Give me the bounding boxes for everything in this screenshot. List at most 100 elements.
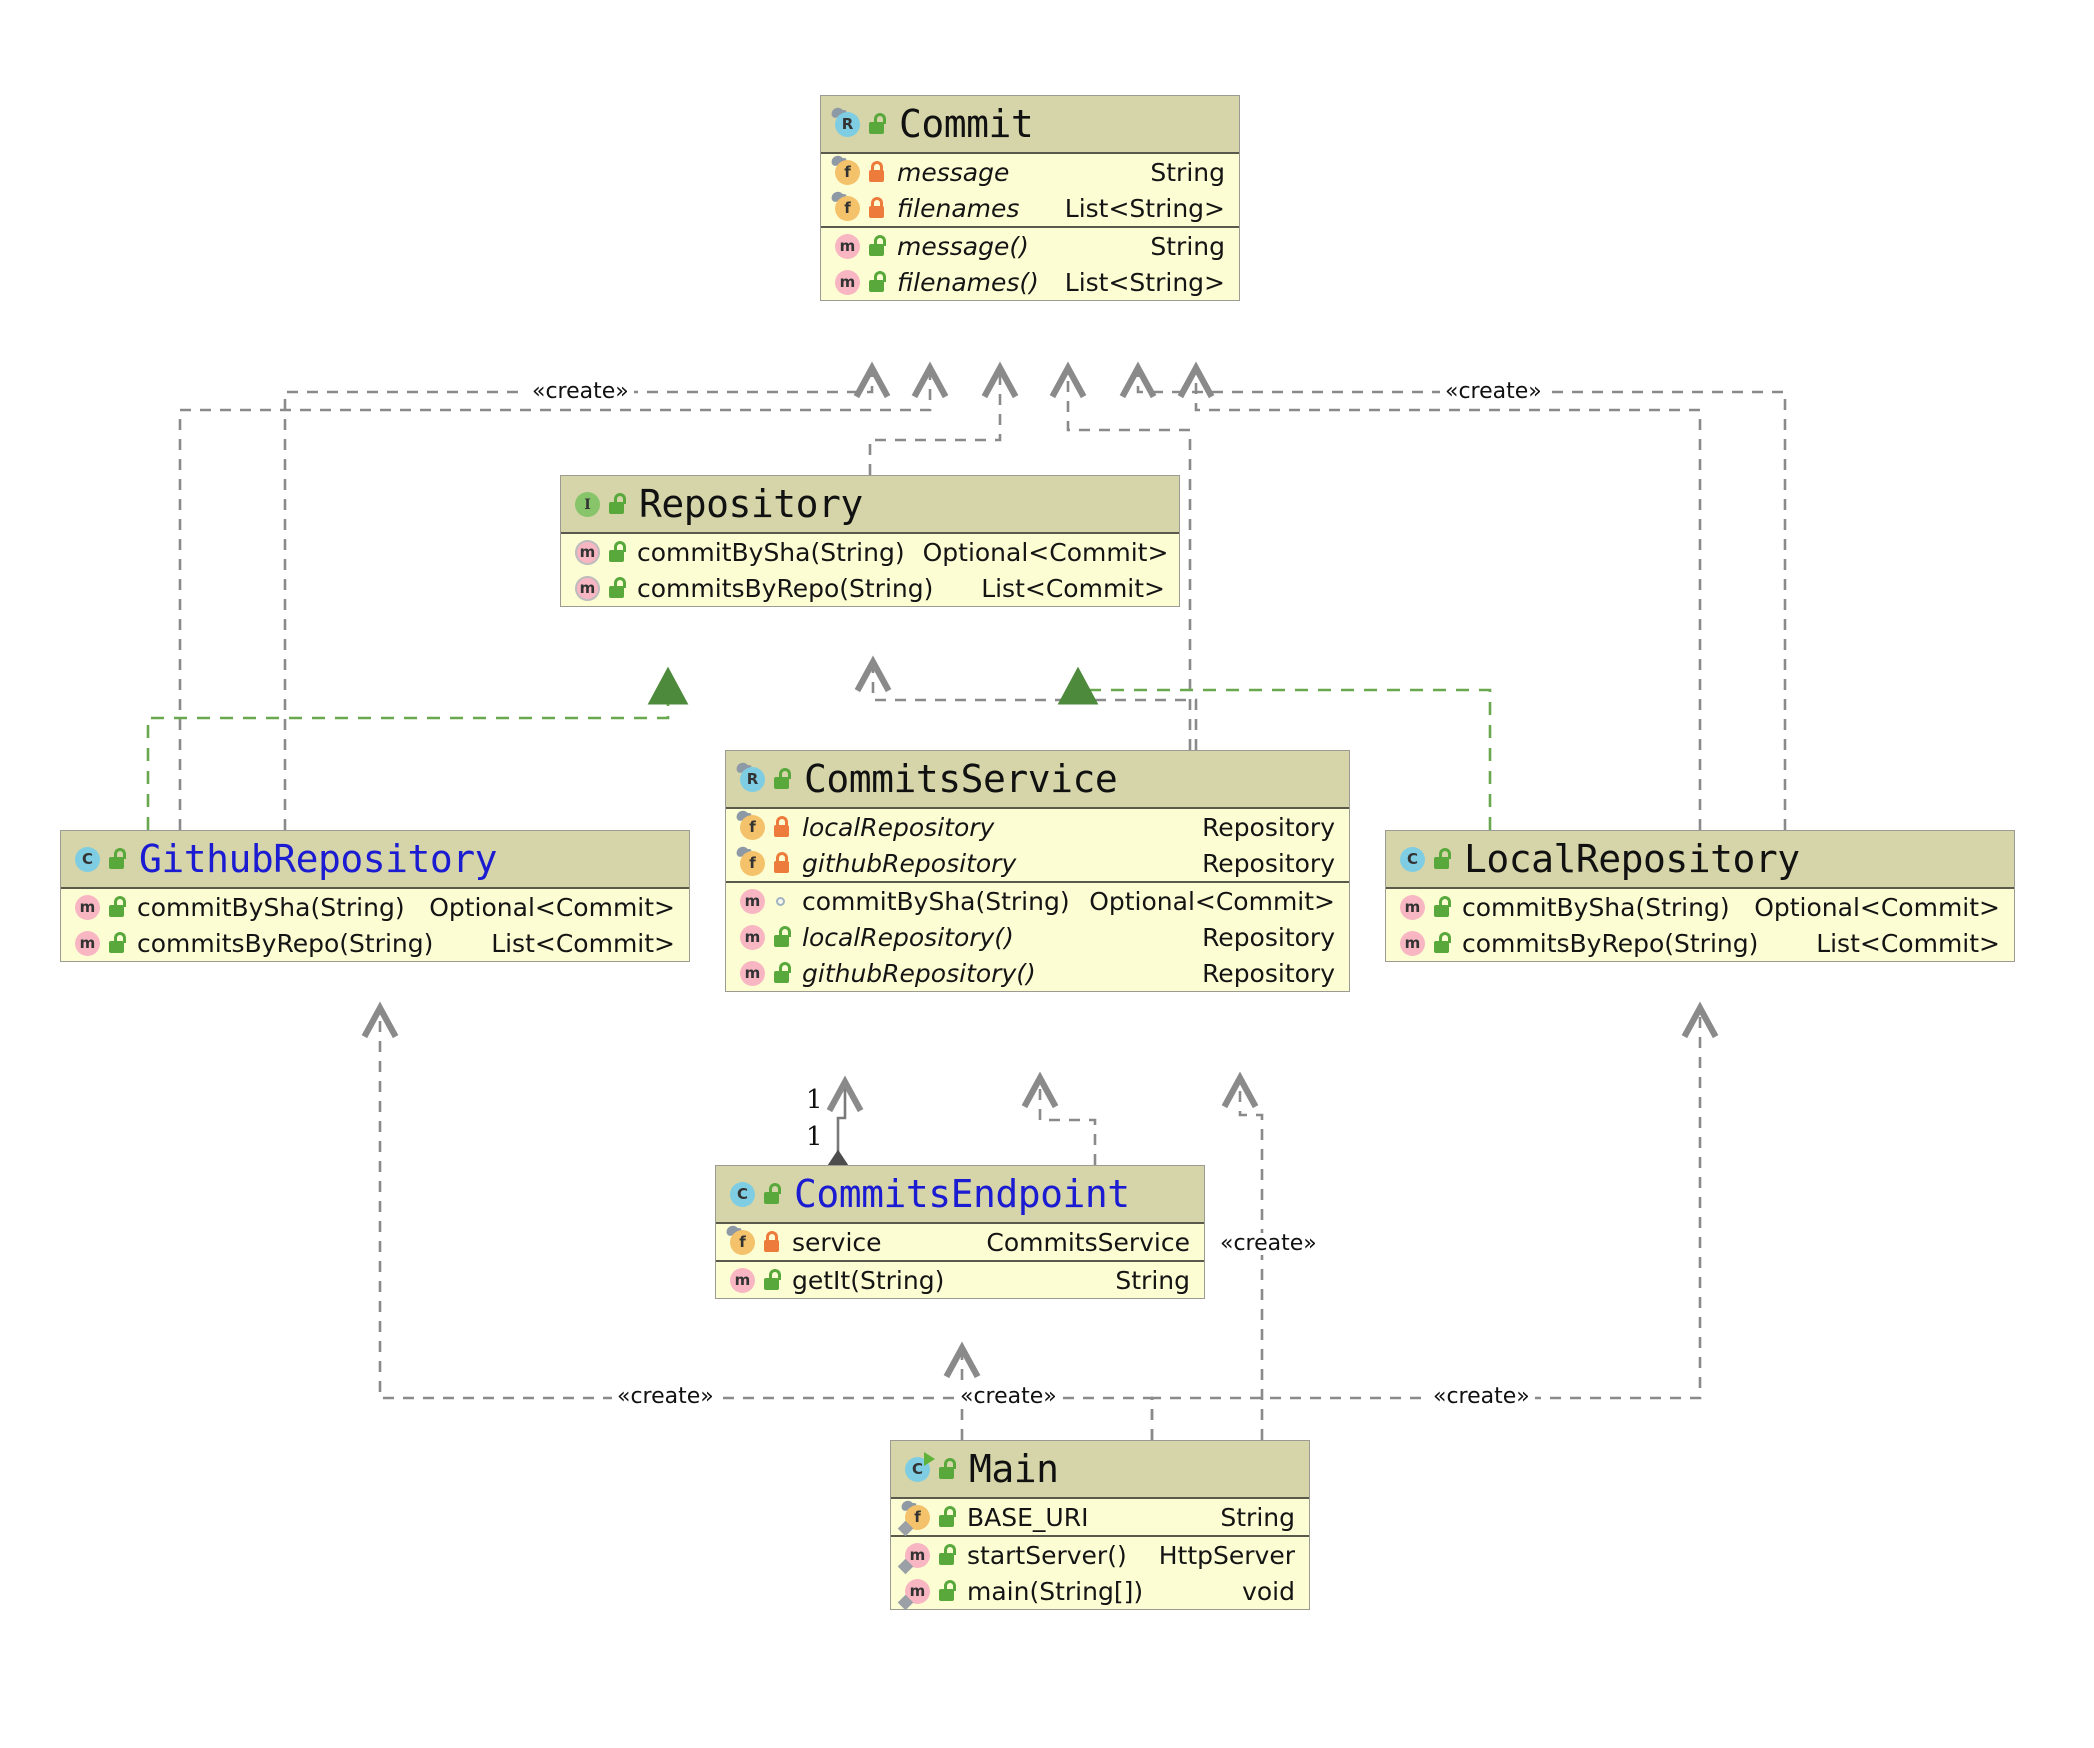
member-name: startServer() [967, 1540, 1127, 1570]
member-type: List<String> [1064, 193, 1225, 223]
member-type: String [1150, 157, 1225, 187]
member-name: commitBySha(String) [637, 537, 905, 567]
class-header-local-repository: C LocalRepository [1386, 831, 2014, 889]
field-section: f localRepository Repository f githubRep… [726, 808, 1349, 881]
class-header-commit: R Commit [821, 96, 1239, 154]
unlocked-green-icon [772, 768, 792, 790]
member-type: Repository [1202, 812, 1335, 842]
member-type: String [1220, 1502, 1295, 1532]
unlocked-green-icon [107, 932, 127, 954]
method-row[interactable]: m commitsByRepo(String) List<Commit> [61, 925, 689, 961]
method-icon: m [832, 267, 862, 297]
field-row[interactable]: f filenames List<String> [821, 189, 1239, 226]
abstract-method-icon: m [572, 573, 602, 603]
member-type: List<Commit> [1816, 928, 2000, 958]
method-icon: m [737, 886, 767, 916]
unlocked-green-icon [772, 926, 792, 948]
field-icon: f [829, 189, 862, 223]
member-type: Optional<Commit> [1089, 886, 1335, 916]
locked-orange-icon [867, 161, 887, 183]
method-row[interactable]: m commitBySha(String) Optional<Commit> [561, 534, 1179, 570]
method-icon: m [72, 892, 102, 922]
method-row[interactable]: m commitBySha(String) Optional<Commit> [726, 883, 1349, 919]
edge-label-create: «create» [527, 381, 634, 403]
static-field-icon: f [897, 1498, 932, 1537]
class-box-github-repository[interactable]: C GithubRepository m commitBySha(String)… [60, 830, 690, 962]
unlocked-green-icon [762, 1269, 782, 1291]
member-type: Repository [1202, 958, 1335, 988]
unlocked-green-icon [1432, 848, 1452, 870]
field-row[interactable]: f message String [821, 153, 1239, 190]
method-section: m commitBySha(String) Optional<Commit> m… [726, 881, 1349, 991]
runnable-class-icon: C [902, 1452, 935, 1484]
member-type: List<Commit> [981, 573, 1165, 603]
member-name: commitBySha(String) [802, 886, 1070, 916]
member-type: HttpServer [1158, 1540, 1295, 1570]
field-section: f service CommitsService [716, 1223, 1204, 1260]
method-row[interactable]: m getIt(String) String [716, 1262, 1204, 1298]
class-header-commits-endpoint: C CommitsEndpoint [716, 1166, 1204, 1224]
field-icon: f [734, 844, 767, 878]
unlocked-green-icon [937, 1506, 957, 1528]
member-name: service [792, 1227, 882, 1257]
member-name: commitsByRepo(String) [1462, 928, 1759, 958]
member-name: localRepository [802, 812, 995, 842]
method-row[interactable]: m commitsByRepo(String) List<Commit> [561, 570, 1179, 606]
locked-orange-icon [772, 852, 792, 874]
member-type: Repository [1202, 922, 1335, 952]
field-row[interactable]: f BASE_URI String [891, 1498, 1309, 1537]
method-row[interactable]: m main(String[]) void [891, 1573, 1309, 1611]
method-icon: m [832, 231, 862, 261]
member-name: message() [897, 231, 1029, 261]
class-box-commit[interactable]: R Commit f message String f filenames Li… [820, 95, 1240, 301]
class-title: CommitsEndpoint [794, 1172, 1130, 1216]
field-row[interactable]: f service CommitsService [716, 1223, 1204, 1260]
method-row[interactable]: m commitBySha(String) Optional<Commit> [61, 889, 689, 925]
edge-label-create: «create» [1215, 1233, 1322, 1255]
member-type: List<Commit> [491, 928, 675, 958]
locked-orange-icon [772, 816, 792, 838]
class-header-commits-service: R CommitsService [726, 751, 1349, 809]
unlocked-green-icon [607, 493, 627, 515]
field-icon: f [734, 808, 767, 842]
method-row[interactable]: m commitBySha(String) Optional<Commit> [1386, 889, 2014, 925]
field-row[interactable]: f githubRepository Repository [726, 844, 1349, 881]
class-box-main[interactable]: C Main f BASE_URI String m startServer()… [890, 1440, 1310, 1611]
method-row[interactable]: m githubRepository() Repository [726, 955, 1349, 991]
method-section: m startServer() HttpServer m main(String… [891, 1535, 1309, 1611]
member-name: BASE_URI [967, 1502, 1089, 1532]
member-name: main(String[]) [967, 1576, 1144, 1606]
class-box-commits-service[interactable]: R CommitsService f localRepository Repos… [725, 750, 1350, 992]
method-row[interactable]: m startServer() HttpServer [891, 1537, 1309, 1575]
field-row[interactable]: f localRepository Repository [726, 808, 1349, 845]
static-method-icon: m [897, 1540, 932, 1575]
method-icon: m [1397, 928, 1427, 958]
record-icon: R [829, 105, 862, 139]
static-method-icon: m [897, 1576, 932, 1611]
method-row[interactable]: m commitsByRepo(String) List<Commit> [1386, 925, 2014, 961]
method-row[interactable]: m localRepository() Repository [726, 919, 1349, 955]
member-type: String [1115, 1265, 1190, 1295]
member-name: commitBySha(String) [1462, 892, 1730, 922]
unlocked-green-icon [107, 896, 127, 918]
unlocked-green-icon [867, 113, 887, 135]
member-name: githubRepository [802, 848, 1017, 878]
unlocked-green-icon [867, 235, 887, 257]
method-row[interactable]: m message() String [821, 228, 1239, 264]
unlocked-green-icon [1432, 896, 1452, 918]
interface-icon: I [572, 489, 602, 519]
member-type: String [1150, 231, 1225, 261]
class-box-commits-endpoint[interactable]: C CommitsEndpoint f service CommitsServi… [715, 1165, 1205, 1299]
method-section: m message() String m filenames() List<St… [821, 226, 1239, 300]
class-title: CommitsService [804, 757, 1118, 801]
locked-orange-icon [867, 197, 887, 219]
unlocked-green-icon [1432, 932, 1452, 954]
field-icon: f [724, 1223, 757, 1257]
member-name: commitBySha(String) [137, 892, 405, 922]
class-box-local-repository[interactable]: C LocalRepository m commitBySha(String) … [1385, 830, 2015, 962]
class-title: Main [969, 1447, 1059, 1491]
class-box-repository[interactable]: I Repository m commitBySha(String) Optio… [560, 475, 1180, 607]
method-row[interactable]: m filenames() List<String> [821, 264, 1239, 300]
member-type: Optional<Commit> [922, 537, 1169, 567]
record-icon: R [734, 760, 767, 794]
